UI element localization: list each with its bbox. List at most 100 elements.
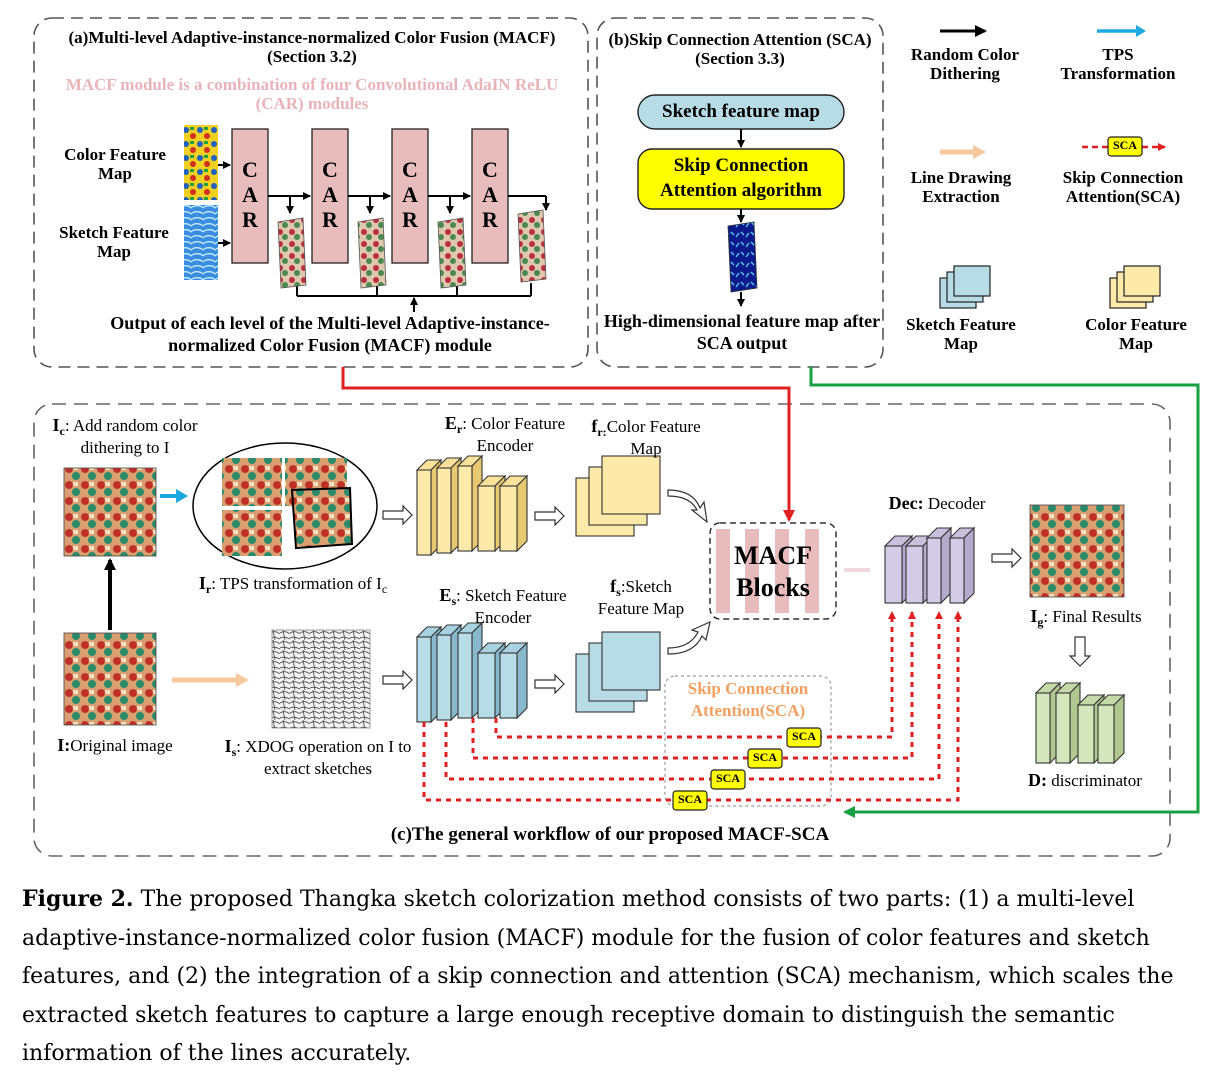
legend-color-feature-label: Color Feature Map [1085,315,1187,354]
er-text: : Color Feature Encoder [462,414,566,456]
ir-subscript: r [205,582,212,596]
macf-stripes [716,529,819,613]
legend-sca-label: Skip Connection Attention(SCA) [1062,168,1184,207]
sca-algorithm-box-label: Skip Connection Attention algorithm [659,155,822,201]
legend-sketch-feature-label: Sketch Feature Map [906,315,1016,354]
sca-badge-2-label: SCA [752,750,777,764]
car-block-1-label: C A R [242,157,258,232]
sca-badge-1-label: SCA [791,729,816,743]
panel-b-frame [596,17,884,368]
discriminator-label: D: discriminator [1010,770,1160,790]
legend-tps-label: TPS Transformation [1060,45,1176,84]
hollow-arrows [382,504,1092,695]
d-text: discriminator [1047,771,1142,790]
ir-text: : TPS transformation of I [211,574,382,593]
panel-a-output-thumbnails [277,209,547,289]
fr-subscript: r: [597,425,607,439]
dec-symbol: Dec: [888,493,924,513]
final-result-image [1029,504,1125,598]
es-label: Es: Sketch Feature Encoder [418,584,588,629]
ir-label: Ir: TPS transformation of Ic [182,573,404,596]
decoder-label: Dec: Decoder [876,493,998,513]
decoder-blocks [883,526,976,605]
sketch-feature-map-thumbnail [184,205,218,280]
fs-symbol: f [610,576,617,596]
es-subscript: s [451,594,457,608]
legend-line-drawing-label: Line Drawing Extraction [910,168,1012,207]
sca-badge-4-label: SCA [677,792,702,806]
ig-text: : Final Results [1043,607,1142,626]
tps-warped-images [222,458,354,556]
high-dim-feature-map-thumbnail [727,221,758,293]
macf-blocks-label: MACF Blocks [734,541,812,602]
panel-a-output-label: Output of each level of the Multi-level … [110,313,550,355]
ic-text: : Add random color dithering to I [64,416,198,458]
sketch-feature-map-label: Sketch Feature Map [59,223,169,262]
panel-b-title: (b)Skip Connection Attention (SCA) (Sect… [608,30,872,69]
fr-symbol: f [591,416,598,436]
macf-blocks-box [709,522,837,620]
legend-sca-badge-label: SCA [1112,138,1137,152]
ic-symbol: I [52,415,60,435]
is-text: : XDOG operation on I to extract sketche… [236,737,412,779]
sca-group-box [664,675,832,807]
ic-label: Ic: Add random color dithering to I [40,414,210,459]
ir-tail-subscript: c [381,582,388,596]
fr-text: Color Feature Map [606,417,701,459]
fr-curve-arrow [667,489,708,524]
car-block-4-label: C A R [482,157,498,232]
legend-sketch-stack [939,265,991,309]
sca-badge-3-label: SCA [715,771,740,785]
es-text: : Sketch Feature Encoder [456,586,567,628]
ic-image [63,467,157,557]
figure-caption: Figure 2. The proposed Thangka sketch co… [22,880,1222,1074]
original-image [63,632,157,726]
fs-subscript: s [616,585,621,599]
final-results-label: Ig: Final Results [1014,606,1158,629]
legend-blue-arrowhead [1136,25,1146,37]
i-text: Original image [70,736,173,755]
color-feature-stack [575,455,661,537]
is-symbol: I [224,736,232,756]
discriminator-blocks [1034,681,1126,765]
caption-text: The proposed Thangka sketch colorization… [22,887,1174,1066]
panel-a-frame [33,17,589,368]
dec-text: Decoder [923,494,986,513]
er-symbol: E [444,413,457,433]
sketch-feature-map-box-label: Sketch feature map [662,101,820,122]
sca-group-label: Skip Connection Attention(SCA) [687,679,809,720]
panel-a-title: (a)Multi-level Adaptive-instance-normali… [68,28,556,67]
tps-arrowhead [176,489,188,503]
legend-sca-badge [1107,136,1143,157]
er-subscript: r [456,422,463,436]
panel-c-title: (c)The general workflow of our proposed … [390,824,830,845]
car-block-2-label: C A R [322,157,338,232]
panel-b-output-label: High-dimensional feature map after SCA o… [603,311,881,353]
xdog-arrowhead [236,673,249,687]
legend-orange-arrowhead [973,145,986,159]
green-link-line [809,367,1200,818]
car-block-3-label: C A R [402,157,418,232]
is-subscript: s [231,745,237,759]
sca-badges [672,727,822,811]
original-image-label: I:Original image [40,735,190,755]
color-encoder-blocks [415,454,529,557]
car-block-2 [311,128,349,264]
color-feature-map-label: Color Feature Map [64,145,166,184]
red-link-line [341,367,795,522]
d-symbol: D: [1028,770,1048,790]
fs-curve-arrow [667,620,711,655]
es-symbol: E [439,585,452,605]
panel-a-note: MACF module is a combination of four Con… [65,75,559,114]
legend-color-stack [1109,265,1161,309]
is-label: Is: XDOG operation on I to extract sketc… [222,735,414,780]
color-feature-map-thumbnail [184,125,218,200]
sketch-image [271,629,371,729]
ig-symbol: I [1030,606,1038,626]
ir-symbol: I [198,573,206,593]
sketch-encoder-blocks [415,621,529,724]
fr-label: fr:Color Feature Map [590,415,702,460]
car-block-3 [391,128,429,264]
caption-label: Figure 2. [22,886,134,912]
panel-a-connectors [218,161,550,312]
